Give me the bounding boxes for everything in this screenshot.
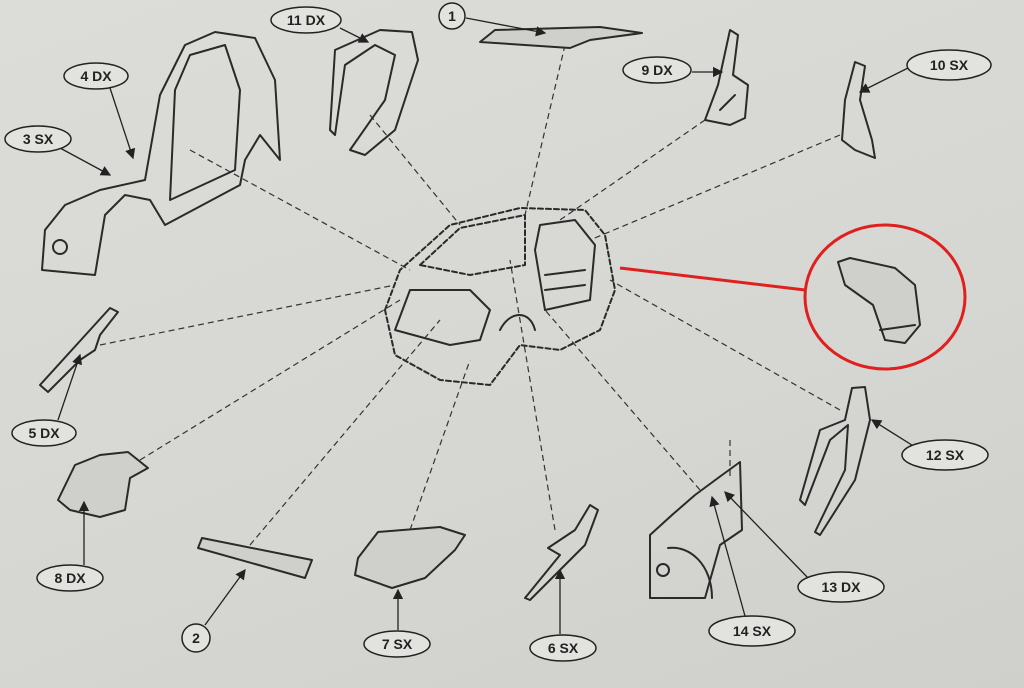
label-7-sx: 7 SX [363,630,431,658]
svg-text:11 DX: 11 DX [287,12,326,28]
svg-text:3 SX: 3 SX [23,131,54,147]
svg-text:5 DX: 5 DX [28,425,60,441]
part-11-pillar [329,29,419,156]
svg-text:13 DX: 13 DX [822,579,862,595]
svg-text:6 SX: 6 SX [548,640,579,656]
svg-text:4 DX: 4 DX [80,68,112,84]
label-3-sx: 3 SX [4,125,72,153]
svg-text:2: 2 [192,630,200,646]
label-6-sx: 6 SX [529,634,597,662]
label-1: 1 [438,2,466,30]
svg-text:9 DX: 9 DX [641,62,673,78]
svg-text:8 DX: 8 DX [54,570,86,586]
svg-text:12 SX: 12 SX [926,447,965,463]
label-leaders [57,17,916,634]
part-7-floor-panel [354,526,466,589]
highlighted-rear-quarter-panel[interactable] [619,223,967,371]
svg-text:1: 1 [448,8,456,24]
svg-text:10 SX: 10 SX [930,57,969,73]
part-12-pillar [799,386,871,536]
part-5-rail [39,307,119,393]
label-2: 2 [181,623,211,653]
connector-lines [99,44,841,546]
label-14-sx: 14 SX [708,615,796,647]
part-1-roof-panel [479,26,643,49]
part-9-pillar [704,29,749,126]
label-5-dx: 5 DX [11,419,77,447]
car-body-center [384,207,616,386]
label-13-dx: 13 DX [797,571,885,603]
label-9-dx: 9 DX [622,56,692,84]
label-12-sx: 12 SX [901,439,989,471]
part-10-pillar [841,61,876,159]
label-8-dx: 8 DX [36,564,104,592]
part-13-14-rear-quarter [649,461,743,599]
label-4-dx: 4 DX [63,62,129,90]
label-10-sx: 10 SX [906,49,992,81]
part-6-rail [524,504,599,601]
part-3-4-side-panel [41,31,281,276]
part-2-sill [197,537,313,579]
svg-text:7 SX: 7 SX [382,636,413,652]
part-8-floor-panel [57,451,149,518]
svg-text:14 SX: 14 SX [733,623,772,639]
label-11-dx: 11 DX [270,6,342,34]
